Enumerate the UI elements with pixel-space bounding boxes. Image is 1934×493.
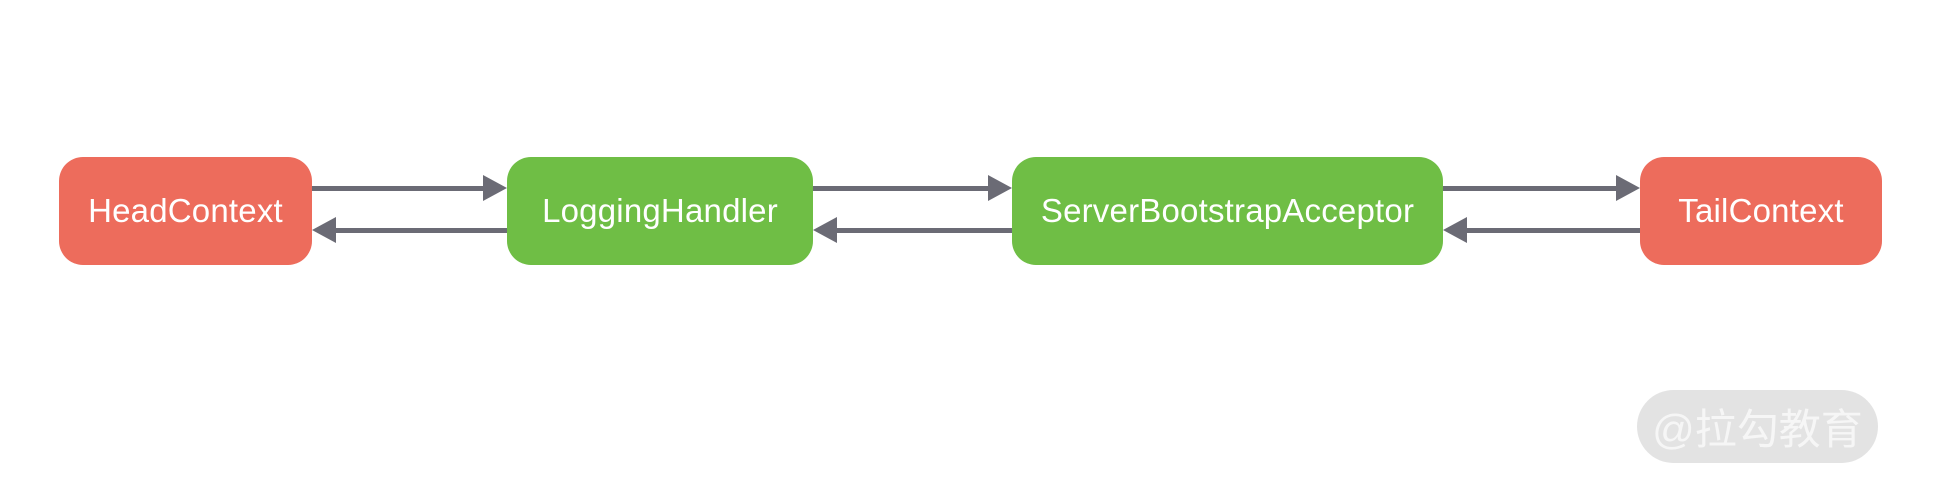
arrowhead-left-icon xyxy=(312,217,336,243)
arrow-sba-to-logging xyxy=(813,217,1012,243)
arrowhead-left-icon xyxy=(813,217,837,243)
arrowhead-left-icon xyxy=(1443,217,1467,243)
arrowhead-right-icon xyxy=(1616,175,1640,201)
node-server-bootstrap-acceptor-label: ServerBootstrapAcceptor xyxy=(1040,192,1415,229)
arrow-logging-to-sba xyxy=(813,175,1012,201)
watermark-badge: @拉勾教育 xyxy=(1637,390,1878,463)
arrow-tail-to-sba xyxy=(1443,217,1640,243)
arrow-shaft xyxy=(1467,227,1640,233)
watermark-text: @拉勾教育 xyxy=(1652,406,1863,453)
arrow-shaft xyxy=(837,227,1012,233)
arrow-shaft xyxy=(312,185,483,191)
arrow-shaft xyxy=(813,185,988,191)
arrow-head-to-logging xyxy=(312,175,507,201)
node-logging-handler-label: LoggingHandler xyxy=(542,192,778,229)
arrow-shaft xyxy=(336,227,507,233)
node-tail-context-label: TailContext xyxy=(1678,192,1844,229)
node-head-context: HeadContext xyxy=(59,157,312,265)
node-tail-context: TailContext xyxy=(1640,157,1882,265)
arrowhead-right-icon xyxy=(483,175,507,201)
arrow-logging-to-head xyxy=(312,217,507,243)
arrow-shaft xyxy=(1443,185,1616,191)
node-server-bootstrap-acceptor: ServerBootstrapAcceptor xyxy=(1012,157,1443,265)
node-head-context-label: HeadContext xyxy=(88,192,283,229)
node-logging-handler: LoggingHandler xyxy=(507,157,813,265)
arrow-sba-to-tail xyxy=(1443,175,1640,201)
arrowhead-right-icon xyxy=(988,175,1012,201)
